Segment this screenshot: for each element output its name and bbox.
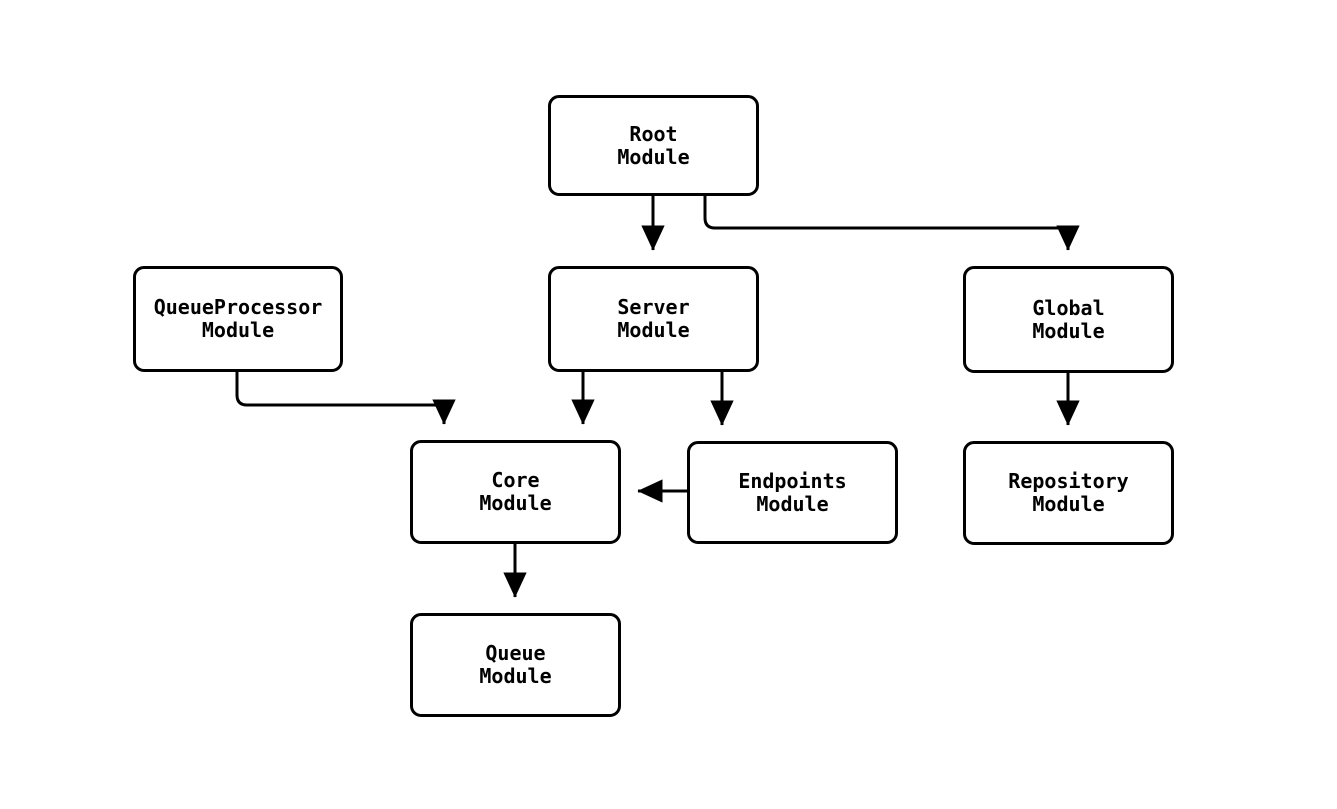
node-endpoints-module-line1: Endpoints <box>738 468 847 493</box>
node-queue-module-line1: Queue <box>485 641 546 665</box>
node-repository-module-line2: Module <box>1032 492 1105 516</box>
node-endpoints-module[interactable]: Endpoints Module <box>687 441 898 544</box>
node-queueprocessor-module-line2: Module <box>201 318 275 342</box>
node-endpoints-module-line2: Module <box>756 491 829 516</box>
node-queueprocessor-module-line1: QueueProcessor <box>153 295 323 319</box>
node-server-module[interactable]: Server Module <box>548 266 759 372</box>
node-core-module-line2: Module <box>479 491 552 515</box>
node-global-module-line2: Module <box>1032 318 1105 343</box>
edge-queueprocessor-to-core <box>235 372 456 425</box>
node-global-module-line1: Global <box>1032 295 1105 320</box>
edge-root-to-global <box>703 196 1080 251</box>
node-root-module[interactable]: Root Module <box>548 95 759 196</box>
node-core-module-line1: Core <box>491 468 540 492</box>
node-queue-module[interactable]: Queue Module <box>410 613 621 717</box>
node-root-module-line2: Module <box>617 144 690 169</box>
node-root-module-line1: Root <box>629 121 678 146</box>
node-repository-module-line1: Repository <box>1008 469 1129 493</box>
node-server-module-line1: Server <box>617 295 690 319</box>
node-repository-module[interactable]: Repository Module <box>963 441 1174 545</box>
node-core-module[interactable]: Core Module <box>410 440 621 544</box>
node-server-module-line2: Module <box>617 318 690 342</box>
node-queueprocessor-module[interactable]: QueueProcessor Module <box>133 266 343 372</box>
node-global-module[interactable]: Global Module <box>963 266 1174 373</box>
node-queue-module-line2: Module <box>479 664 552 688</box>
